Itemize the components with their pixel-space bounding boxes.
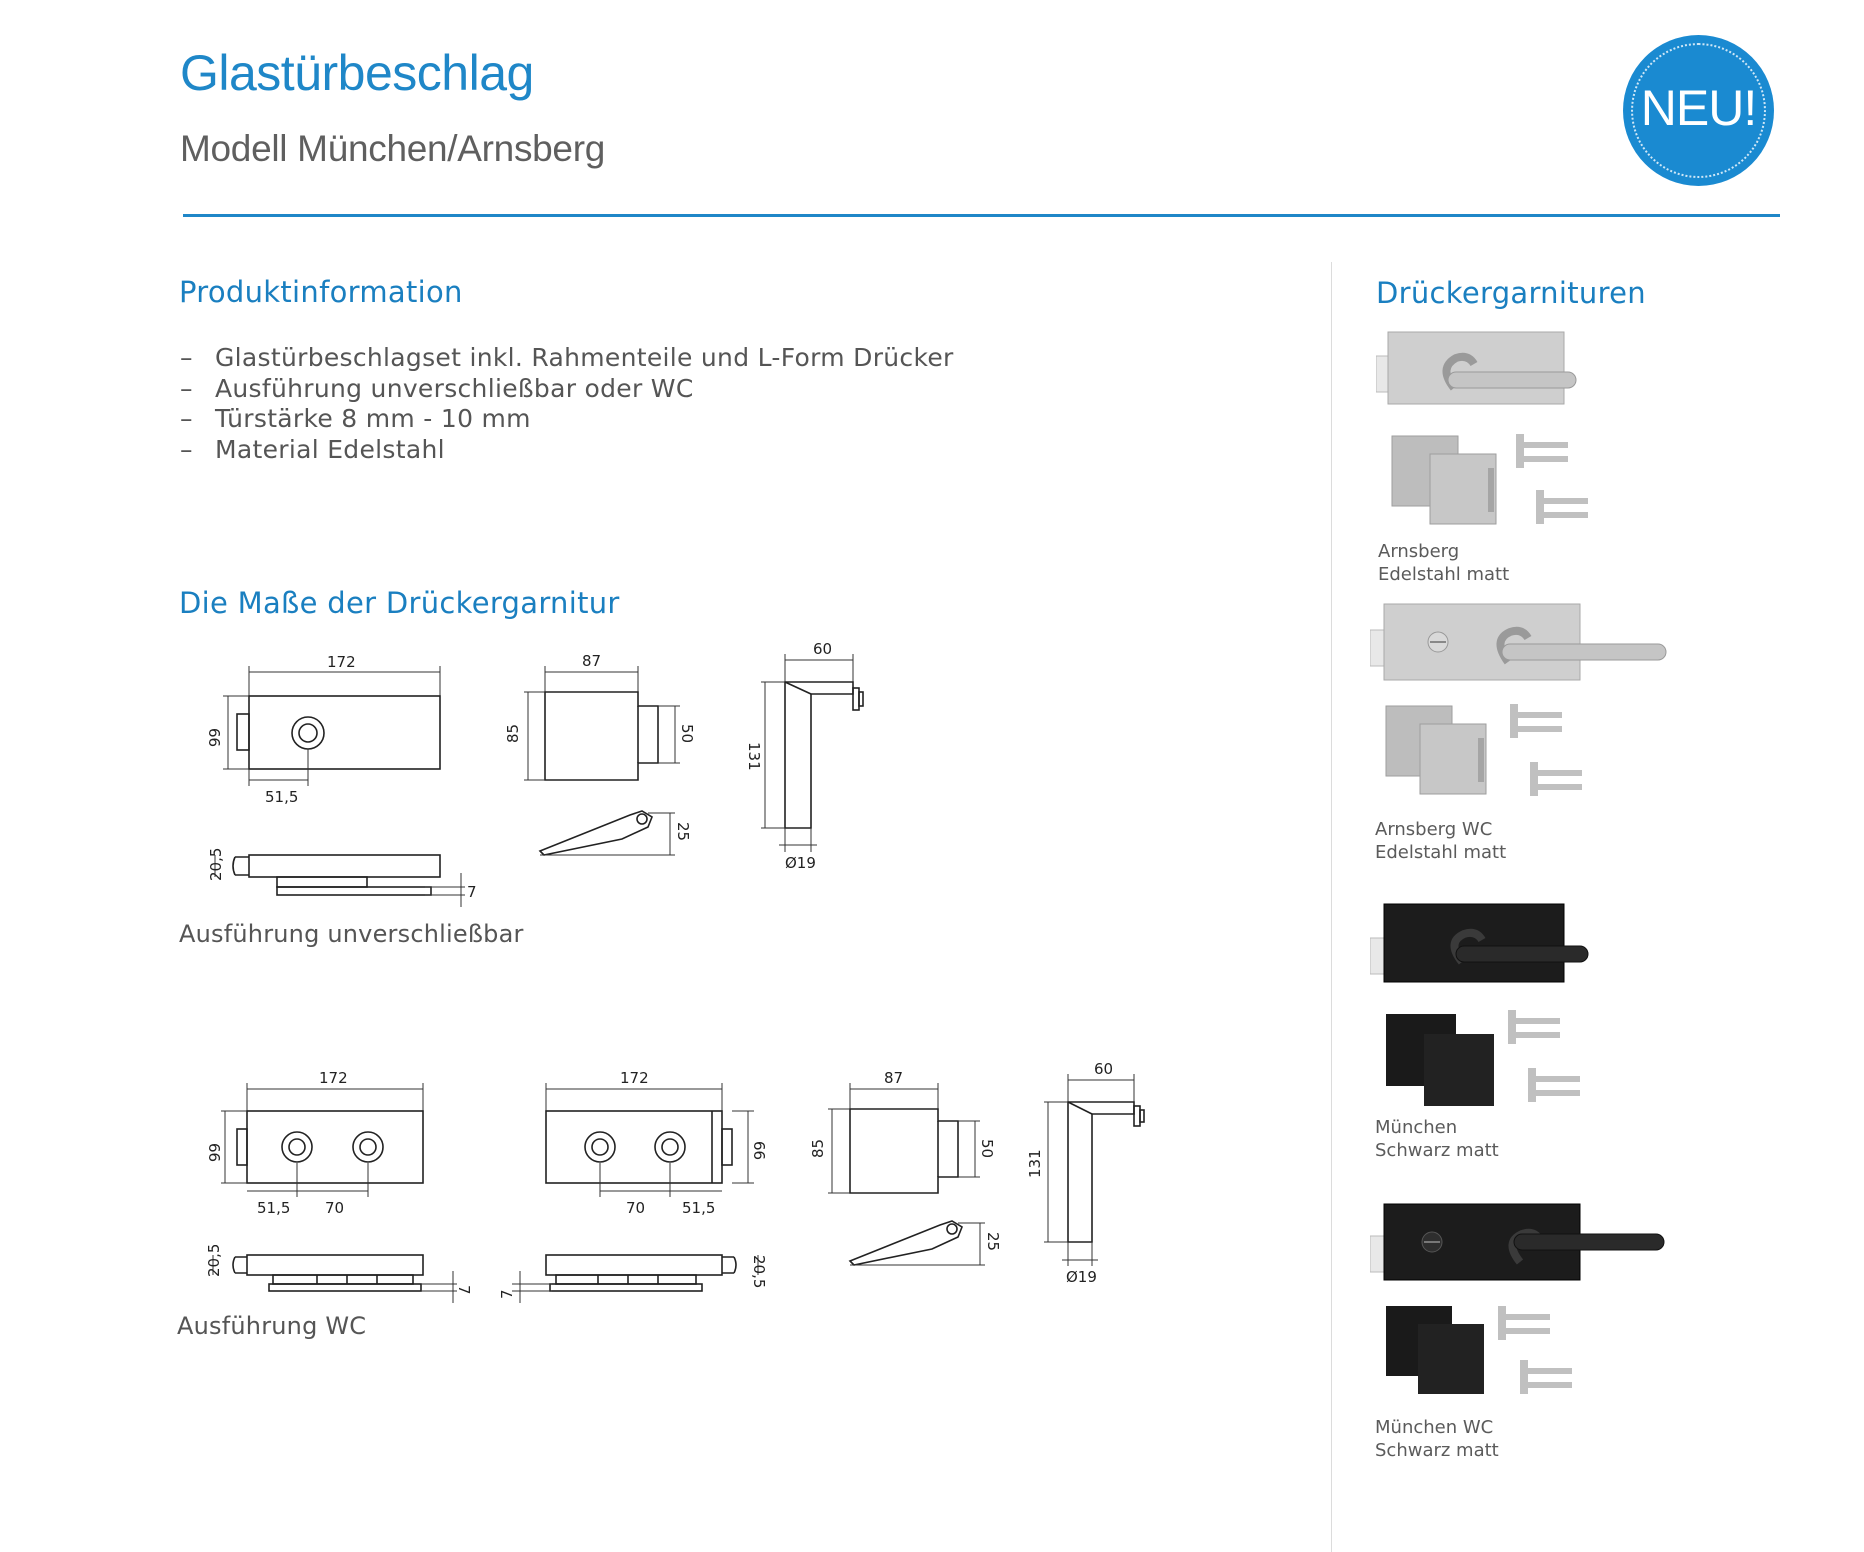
drawing-wc-hinge-front: 87 85 50 [810,1069,996,1194]
set-name: München WC [1375,1417,1494,1438]
product-image-muenchen [1370,903,1589,1106]
dim-label: 172 [319,1069,348,1087]
dim-label: 131 [1026,1149,1044,1178]
dim-label: 51,5 [257,1199,290,1217]
dim-label: 172 [620,1069,649,1087]
dim-label: 7 [500,1289,516,1299]
dim-label: 51,5 [682,1199,715,1217]
dim-label: 60 [813,640,832,658]
dim-label: 60 [1094,1060,1113,1078]
set-finish: Schwarz matt [1375,1440,1499,1461]
dim-label: 20,5 [207,848,225,881]
drawing-hinge-front: 87 85 50 [504,652,696,781]
dim-label: Ø19 [1066,1268,1097,1286]
dim-label: 25 [674,822,692,841]
caption-standard: Ausführung unverschließbar [179,920,524,948]
set-name: Arnsberg WC [1375,819,1493,840]
set-name: Arnsberg [1378,541,1460,562]
dim-label: 85 [504,724,522,743]
dim-label: 66 [205,1143,223,1162]
dim-label: 87 [884,1069,903,1087]
set-finish: Edelstahl matt [1378,564,1510,585]
drawing-wc-hinge-side: 25 [848,1220,1002,1266]
set-label-muenchen-wc: München WC Schwarz matt [1375,1416,1499,1462]
set-finish: Schwarz matt [1375,1140,1499,1161]
dim-label: 50 [978,1139,996,1158]
dim-label: 131 [745,742,763,771]
dim-label: 70 [325,1199,344,1217]
set-name: München [1375,1117,1458,1138]
product-image-arnsberg [1376,331,1588,525]
dim-label: 20,5 [205,1245,223,1277]
product-image-arnsberg-wc [1370,603,1667,796]
dim-label: 25 [984,1232,1002,1251]
set-finish: Edelstahl matt [1375,842,1507,863]
column-divider [1331,262,1332,1552]
dim-label: 50 [678,724,696,743]
drawing-wc-rosette-right: 172 66 70 51,5 [545,1069,768,1217]
list-item: Ausführung unverschließbar oder WC [180,374,954,405]
dim-label: 20,5 [750,1255,768,1288]
badge-ring [1631,43,1766,178]
dim-label: 85 [810,1139,827,1158]
list-item: Glastürbeschlagset inkl. Rahmenteile und… [180,343,954,374]
drawing-rosette-front: 172 66 51,5 [205,653,441,806]
drawing-handle: 60 131 Ø19 [745,640,864,872]
caption-wc: Ausführung WC [177,1312,367,1340]
dim-label: 66 [205,728,223,747]
dim-label: 87 [582,652,601,670]
set-label-arnsberg: Arnsberg Edelstahl matt [1378,540,1509,586]
badge-label: NEU! [1640,80,1757,136]
drawing-wc-side-left: 20,5 7 [205,1245,473,1303]
dim-label: 7 [455,1285,473,1295]
dim-label: 70 [626,1199,645,1217]
header-divider [183,214,1780,217]
sets-heading: Drückergarnituren [1376,276,1646,310]
drawing-rosette-side: 20,5 7 [207,848,477,907]
drawing-wc-side-right: 7 20,5 [500,1254,768,1303]
list-item: Material Edelstahl [180,435,954,466]
set-label-muenchen: München Schwarz matt [1375,1116,1499,1162]
page-subtitle: Modell München/Arnsberg [180,128,605,169]
drawing-wc-handle: 60 131 Ø19 [1026,1060,1145,1286]
drawing-wc-rosette-left: 172 66 51,5 70 [205,1069,424,1217]
product-image-muenchen-wc [1370,1203,1665,1394]
set-label-arnsberg-wc: Arnsberg WC Edelstahl matt [1375,818,1506,864]
product-info-list: Glastürbeschlagset inkl. Rahmenteile und… [180,343,954,465]
dim-label: Ø19 [785,854,816,872]
dim-label: 66 [750,1141,768,1160]
page-title: Glastürbeschlag [180,45,534,101]
new-badge: NEU! [1623,35,1774,186]
dimensions-heading: Die Maße der Drückergarnitur [179,586,620,620]
dim-label: 7 [467,883,477,901]
drawing-hinge-side: 25 [538,810,692,856]
list-item: Türstärke 8 mm - 10 mm [180,404,954,435]
dim-label: 51,5 [265,788,298,806]
dim-label: 172 [327,653,356,671]
product-info-heading: Produktinformation [179,275,463,309]
